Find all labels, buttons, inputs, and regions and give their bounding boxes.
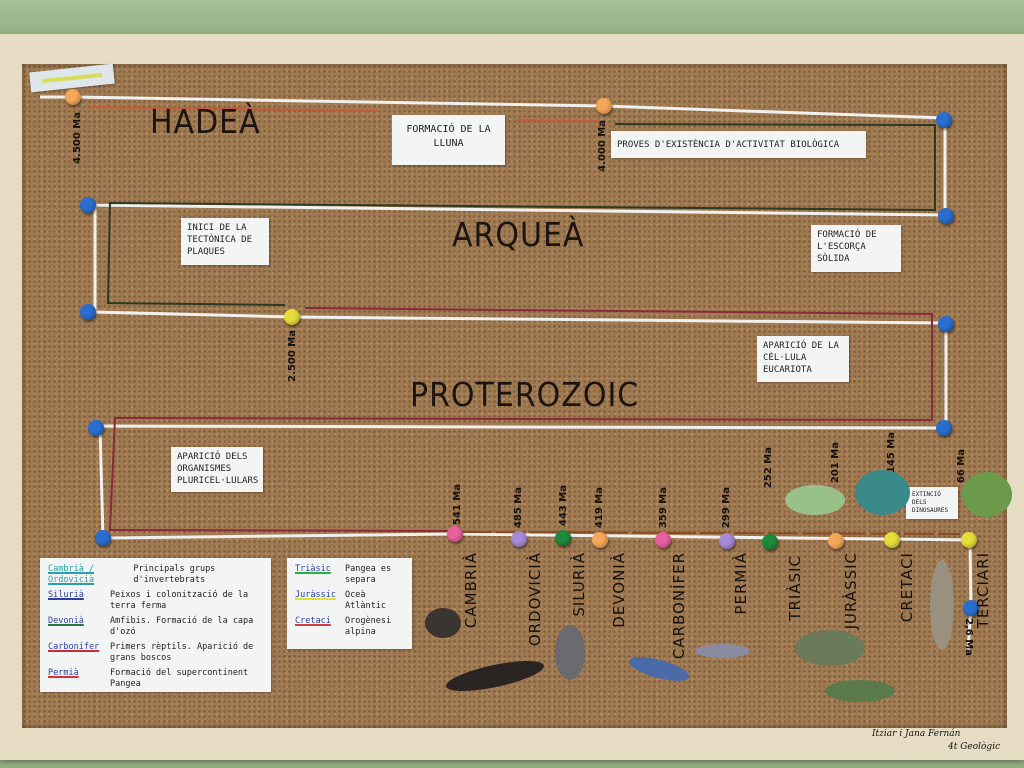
date-4500: 4.500 Ma xyxy=(72,112,83,164)
legend-text: Oceà Atlàntic xyxy=(345,590,386,611)
pin-devonian xyxy=(592,532,608,548)
period-name: CARBONÍFER xyxy=(670,552,688,660)
period-name: PERMIÀ xyxy=(732,552,750,615)
legend-key: Cretaci xyxy=(295,616,331,626)
era-label-proterozoic: PROTEROZOIC xyxy=(410,376,640,415)
trilobite-image xyxy=(425,608,461,638)
note-eukaryote: Aparició de la cèl·lula eucariota xyxy=(757,336,849,382)
legend-text: Orogènesi alpina xyxy=(345,616,392,637)
legend-key: Juràssic xyxy=(295,590,336,600)
arrow-archean xyxy=(106,123,936,306)
period-date: 252 Ma xyxy=(763,446,774,488)
ground-sloth-image xyxy=(930,560,954,650)
legend-key: Triàsic xyxy=(295,564,331,574)
period-name: CAMBRIÀ xyxy=(462,552,480,629)
period-date: 485 Ma xyxy=(513,486,524,528)
legend-key: Permià xyxy=(48,668,79,678)
period-name: ORDOVICIÀ xyxy=(526,552,544,647)
pin-corner xyxy=(88,420,104,436)
note-plate-tectonics: Inici de la tectònica de plaques xyxy=(181,218,269,265)
period-date: 359 Ma xyxy=(658,486,669,528)
pin-permian xyxy=(719,533,735,549)
legend-text: Peixos i colonització de la terra ferma xyxy=(110,590,249,611)
legend-mesozoic: Triàsic Pangea es separa Juràssic Oceà Atl… xyxy=(287,558,412,649)
legend-key: Cambrià / Ordovicià xyxy=(48,564,95,585)
pin-cretaceous xyxy=(884,532,900,548)
pin-4500 xyxy=(65,89,81,105)
dimetrodon-image xyxy=(795,630,865,666)
note-biological-activity: Proves d'existència d'activitat biològic… xyxy=(611,131,866,158)
legend-text: Primers rèptils. Aparició de grans bosco… xyxy=(110,642,254,663)
legend-key: Silurià xyxy=(48,590,84,600)
pin-ordovician xyxy=(511,531,527,547)
note-solid-crust: Formació de l'escorça sòlida xyxy=(811,225,901,272)
period-date: 419 Ma xyxy=(594,486,605,528)
note-moon-formation: Formació de la lluna xyxy=(392,115,505,165)
pin-tertiary xyxy=(961,532,977,548)
wall xyxy=(0,0,1024,36)
arrow-phanerozoic xyxy=(461,531,961,535)
legend-text: Formació del supercontinent Pangea xyxy=(110,668,249,689)
arrow-hadean xyxy=(89,106,381,112)
signature-names: Itziar i Jana Fernán xyxy=(872,729,961,739)
period-date: 201 Ma xyxy=(830,441,841,483)
pin-corner xyxy=(936,112,952,128)
period-date: 443 Ma xyxy=(558,484,569,526)
plesiosaur-image xyxy=(855,470,910,515)
period-name: SILURIÀ xyxy=(570,552,588,617)
period-date: 66 Ma xyxy=(956,448,967,483)
legend-text: Pangea es separa xyxy=(345,564,392,585)
period-date: 299 Ma xyxy=(721,486,732,528)
pin-corner xyxy=(938,316,954,332)
era-label-hadean: HADEÀ xyxy=(150,103,261,142)
dinosaur-image xyxy=(785,485,845,515)
pin-corner xyxy=(938,208,954,224)
pin-corner xyxy=(80,197,96,213)
legend-text: Amfibis. Formació de la capa d'ozó xyxy=(110,616,254,637)
pin-corner xyxy=(936,420,952,436)
pin-4000 xyxy=(596,98,612,114)
pin-corner xyxy=(80,304,96,320)
era-label-archean: ARQUEÀ xyxy=(452,216,585,255)
legend-key: Carbonífer xyxy=(48,642,100,652)
period-date: 145 Ma xyxy=(886,431,897,473)
period-name: TERCIARI xyxy=(974,552,992,629)
mammoth-image xyxy=(962,472,1012,517)
period-name: JURÀSSIC xyxy=(842,552,860,630)
pin-jurassic xyxy=(828,533,844,549)
arrow-proterozoic xyxy=(108,307,933,532)
date-2500: 2.500 Ma xyxy=(287,330,298,382)
reptile-image xyxy=(695,644,750,658)
period-name: TRIÀSIC xyxy=(786,555,804,621)
ankylosaur-image xyxy=(825,680,895,702)
pin-2500 xyxy=(284,309,300,325)
pin-corner xyxy=(95,530,111,546)
period-name: DEVONIÀ xyxy=(610,552,628,628)
period-name: CRETACI xyxy=(898,552,916,623)
period-date: 541 Ma xyxy=(452,483,463,525)
pin-quaternary xyxy=(963,600,979,616)
signature-course: 4t Geològic xyxy=(948,742,1001,752)
string-hadean xyxy=(40,95,973,651)
pin-triassic xyxy=(762,534,778,550)
legend-key: Devonià xyxy=(48,616,84,626)
legend-text: Principals grups d'invertebrats xyxy=(133,564,216,585)
quaternary-date: 2,6 Ma xyxy=(963,618,974,656)
legend-paleozoic: Cambrià / Ordovicià Principals grups d'in… xyxy=(40,558,271,692)
date-4000: 4.000 Ma xyxy=(597,120,608,172)
pin-cambrian xyxy=(447,526,463,542)
pin-carboniferous xyxy=(655,532,671,548)
pin-silurian xyxy=(555,530,571,546)
sea-scorpion-image xyxy=(555,625,585,680)
